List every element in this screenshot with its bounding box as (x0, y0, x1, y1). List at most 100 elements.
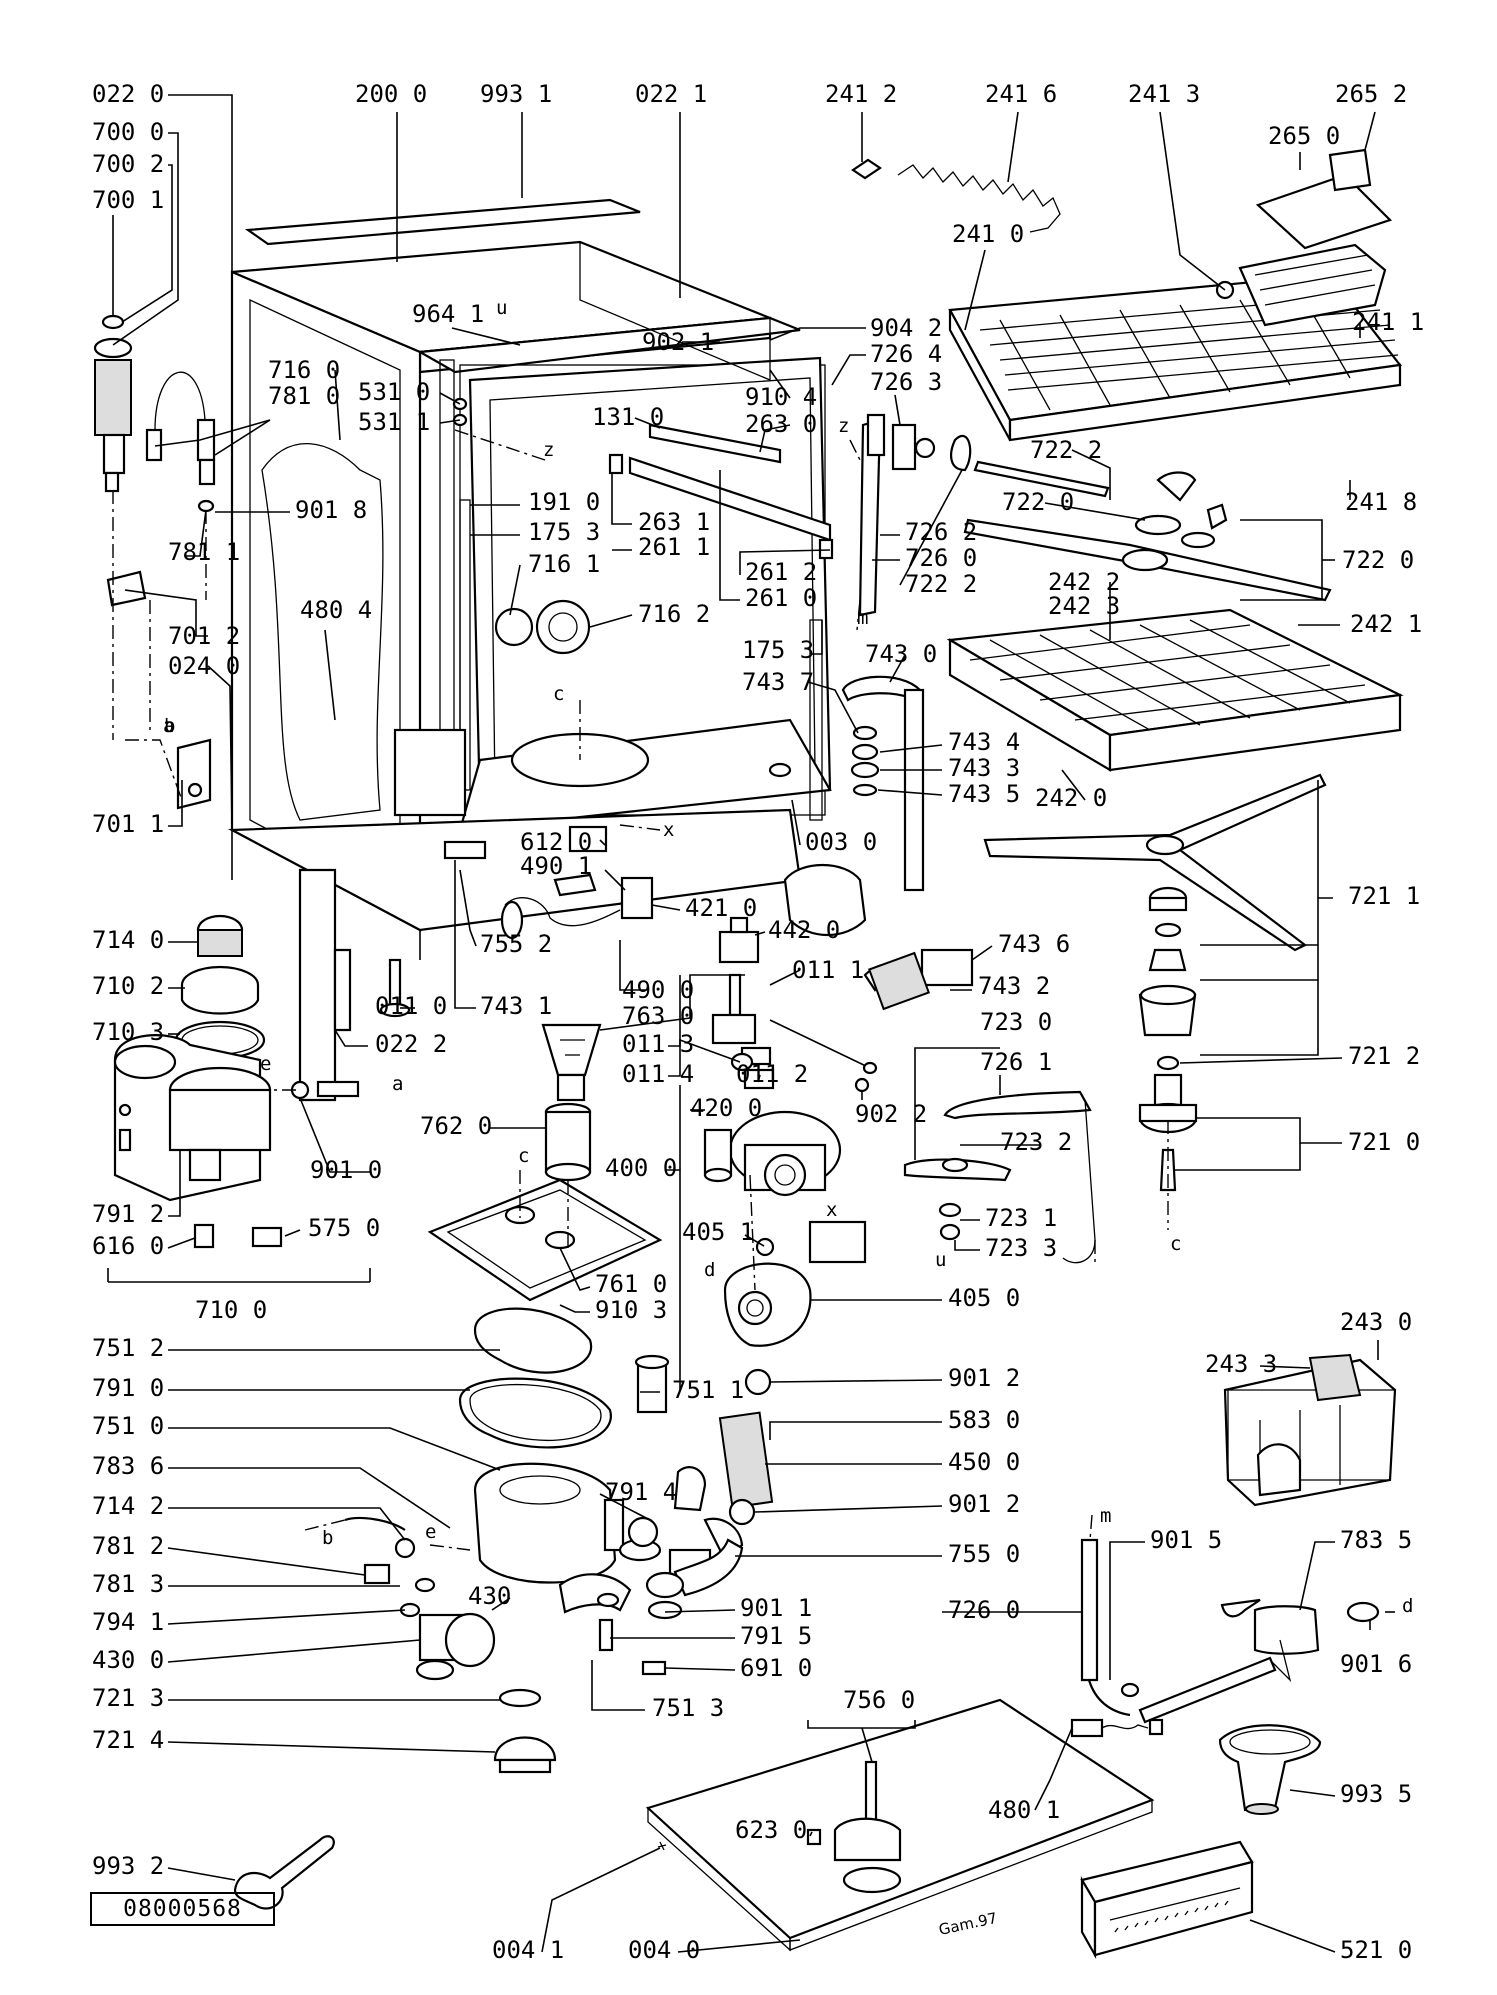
part-label-l7560: 756 0 (843, 1686, 915, 1714)
part-label-l7211: 721 1 (1348, 882, 1420, 910)
part-label-l7261: 726 1 (980, 1048, 1052, 1076)
part-label-l7552: 755 2 (480, 930, 552, 958)
lower-tube-and-hose (1080, 1538, 1380, 1724)
part-label-l7264: 726 4 (870, 340, 942, 368)
part-label-l5310: 531 0 (358, 378, 430, 406)
part-label-l7550: 755 0 (948, 1540, 1020, 1568)
part-label-l7263: 726 3 (870, 368, 942, 396)
part-label-l7434: 743 4 (948, 728, 1020, 756)
part-label-l7162: 716 2 (638, 600, 710, 628)
part-label-l2630: 263 0 (745, 410, 817, 438)
part-label-l9042: 904 2 (870, 314, 942, 342)
part-label-l0030: 003 0 (805, 828, 877, 856)
cutlery-basket-2430 (1223, 1353, 1397, 1507)
part-label-l4804: 480 4 (300, 596, 372, 624)
part-label-l7161: 716 1 (528, 550, 600, 578)
part-label-l4300: 430 0 (92, 1646, 164, 1674)
part-label-l7915: 791 5 (740, 1622, 812, 1650)
sump-and-filters (427, 1023, 744, 1614)
callout-letter-cu2: u (935, 1249, 946, 1271)
spray-arms (858, 413, 1332, 1264)
part-label-l0113: 011 3 (622, 1030, 694, 1058)
part-label-l7232: 723 2 (1000, 1128, 1072, 1156)
part-label-l2418: 241 8 (1345, 488, 1417, 516)
part-label-l9016: 901 6 (1340, 1650, 1412, 1678)
part-label-l7813: 781 3 (92, 1570, 164, 1598)
part-label-l7002: 700 2 (92, 150, 164, 178)
part-label-l7103: 710 3 (92, 1018, 164, 1046)
part-label-l5750: 575 0 (308, 1214, 380, 1242)
part-label-l0114: 011 4 (622, 1060, 694, 1088)
part-label-l0221: 022 1 (635, 80, 707, 108)
part-label-l2000: 200 0 (355, 80, 427, 108)
part-label-l2433: 243 3 (1205, 1350, 1277, 1378)
part-label-l6120: 612 0 (520, 828, 592, 856)
part-label-l9012a: 901 2 (948, 1364, 1020, 1392)
part-label-l7262: 726 2 (905, 518, 977, 546)
part-label-l7910: 791 0 (92, 1374, 164, 1402)
part-label-l7140: 714 0 (92, 926, 164, 954)
part-label-l4000: 400 0 (605, 1154, 677, 1182)
part-label-l2411: 241 1 (1352, 308, 1424, 336)
part-label-l7431: 743 1 (480, 992, 552, 1020)
callout-letter-cm1: m (857, 607, 868, 629)
part-label-l7630: 763 0 (622, 1002, 694, 1030)
part-label-l0222: 022 2 (375, 1030, 447, 1058)
part-label-l2652: 265 2 (1335, 80, 1407, 108)
part-label-l4801: 480 1 (988, 1796, 1060, 1824)
part-label-l1310: 131 0 (592, 403, 664, 431)
part-label-l7213: 721 3 (92, 1684, 164, 1712)
part-label-l0040: 004 0 (628, 1936, 700, 1964)
part-label-l7513: 751 3 (652, 1694, 724, 1722)
part-label-l0041: 004 1 (492, 1936, 564, 1964)
part-label-l5210: 521 0 (1340, 1936, 1412, 1964)
part-label-l4420: 442 0 (768, 916, 840, 944)
part-label-l2422: 242 2 (1048, 568, 1120, 596)
part-label-l2631: 263 1 (638, 508, 710, 536)
wire-2416 (897, 164, 1061, 233)
part-label-l7000: 700 0 (92, 118, 164, 146)
part-label-l7231: 723 1 (985, 1204, 1057, 1232)
drain-pump-4300 (344, 1516, 667, 1774)
callout-letter-cc2: c (518, 1145, 529, 1167)
callout-letter-cx2: x (826, 1199, 837, 1221)
part-label-l2610: 261 0 (745, 584, 817, 612)
part-label-l7230: 723 0 (980, 1008, 1052, 1036)
part-label-l7260b: 726 0 (948, 1596, 1020, 1624)
callout-letter-cm2: m (1100, 1505, 1111, 1527)
part-label-l2423: 242 3 (1048, 592, 1120, 620)
part-label-l7160: 716 0 (268, 356, 340, 384)
part-label-l7100: 710 0 (195, 1296, 267, 1324)
part-label-l6230: 623 0 (735, 1816, 807, 1844)
part-label-l7142: 714 2 (92, 1492, 164, 1520)
part-label-l2650: 265 0 (1268, 122, 1340, 150)
callout-letter-cz1: z (543, 439, 554, 461)
signature-text: Gam.97 (937, 1909, 999, 1939)
side-panel-0222 (298, 868, 352, 1102)
top-strip (244, 198, 641, 246)
part-label-l7914: 791 4 (605, 1478, 677, 1506)
callout-letter-ce2: e (425, 1521, 436, 1543)
part-label-l7941: 794 1 (92, 1608, 164, 1636)
part-label-l6160: 616 0 (92, 1232, 164, 1260)
part-label-l7011: 701 1 (92, 810, 164, 838)
part-label-l7836: 783 6 (92, 1452, 164, 1480)
part-label-l4901a: 490 1 (520, 852, 592, 880)
part-label-l7001: 700 1 (92, 186, 164, 214)
lower-basket-2420 (946, 608, 1404, 772)
part-label-l9022: 902 2 (855, 1100, 927, 1128)
part-label-l7222a: 722 2 (1030, 436, 1102, 464)
callout-letter-ce1: e (260, 1053, 271, 1075)
part-label-l7811: 781 1 (168, 538, 240, 566)
small-components-center (379, 825, 878, 1093)
callout-letter-cx1: x (663, 819, 674, 841)
part-label-l0240: 024 0 (168, 652, 240, 680)
part-label-l6910: 691 0 (740, 1654, 812, 1682)
callout-letter-cc3: c (1170, 1233, 1181, 1255)
callout-letter-cd2: d (1402, 1595, 1413, 1617)
part-label-l7810: 781 0 (268, 382, 340, 410)
part-label-l9012b: 901 2 (948, 1490, 1020, 1518)
callout-letter-cz2: z (838, 415, 849, 437)
